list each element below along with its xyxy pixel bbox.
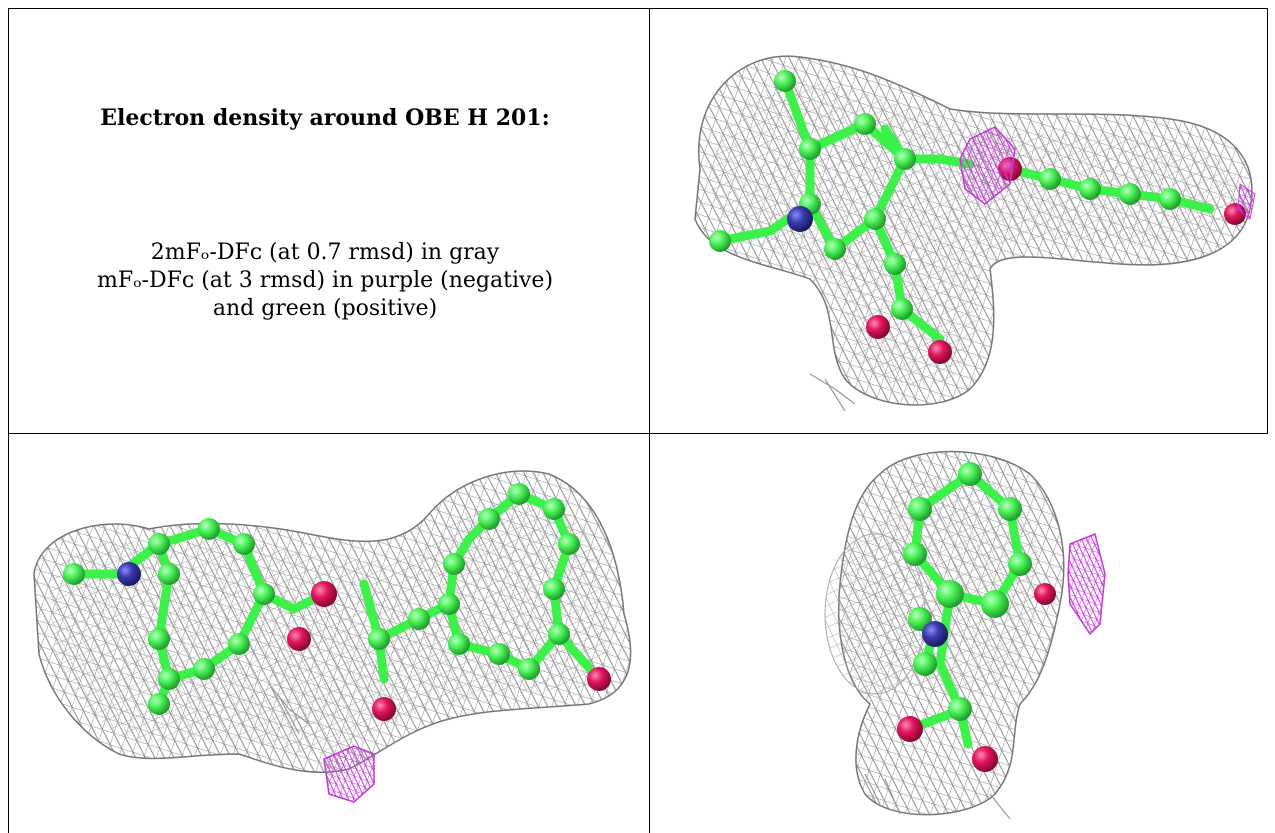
- nitrogen-atom: [922, 621, 948, 647]
- oxygen-atom: [311, 581, 337, 607]
- carbon-atom: [198, 518, 220, 540]
- oxygen-atom: [972, 746, 998, 772]
- carbon-atom: [148, 693, 170, 715]
- density-view-bottom-left: [9, 434, 649, 833]
- density-view-top-right: [650, 9, 1267, 433]
- carbon-atom: [1079, 178, 1101, 200]
- carbon-atom: [508, 483, 530, 505]
- carbon-atom: [408, 608, 430, 630]
- oxygen-atom: [928, 340, 952, 364]
- carbon-atom: [228, 633, 250, 655]
- carbon-atom: [158, 668, 180, 690]
- carbon-atom: [913, 652, 937, 676]
- caption-line-mfo: mFₒ-DFᴄ (at 3 rmsd) in purple (negative): [96, 268, 554, 293]
- negative-density-blob: [1067, 532, 1106, 636]
- caption-title: Electron density around OBE H 201:: [100, 105, 550, 131]
- negative-density-blob: [959, 126, 1016, 205]
- atoms-view-2: [63, 483, 611, 721]
- carbon-atom: [903, 542, 927, 566]
- carbon-atom: [1159, 188, 1181, 210]
- carbon-atom: [908, 497, 932, 521]
- carbon-atom: [438, 593, 460, 615]
- carbon-atom: [854, 113, 876, 135]
- carbon-atom: [799, 138, 821, 160]
- carbon-atom: [193, 658, 215, 680]
- carbon-atom: [158, 563, 180, 585]
- carbon-atom: [1039, 168, 1061, 190]
- carbon-atom: [824, 238, 846, 260]
- carbon-atom: [543, 498, 565, 520]
- negative-density-blob: [1237, 183, 1256, 220]
- table-border-row: [8, 433, 1268, 434]
- carbon-atom: [558, 533, 580, 555]
- oxygen-atom: [897, 716, 923, 742]
- carbon-atom: [488, 643, 510, 665]
- carbon-atom: [448, 633, 470, 655]
- carbon-atom: [981, 590, 1009, 618]
- caption-cell: Electron density around OBE H 201: 2mFₒ-…: [9, 9, 649, 433]
- caption-line-green: and green (positive): [212, 296, 438, 321]
- density-image-1: [694, 55, 1256, 412]
- table-border-right: [1267, 8, 1268, 434]
- carbon-atom: [864, 208, 886, 230]
- oxygen-atom: [287, 627, 311, 651]
- caption-line-2mfo: 2mFₒ-DFᴄ (at 0.7 rmsd) in gray: [150, 240, 500, 265]
- carbon-atom: [998, 497, 1022, 521]
- nitrogen-atom: [117, 562, 141, 586]
- carbon-atom: [891, 298, 913, 320]
- density-view-bottom-right: [650, 434, 1267, 833]
- carbon-atom: [884, 253, 906, 275]
- table-border-middle: [649, 8, 650, 833]
- carbon-atom: [368, 628, 390, 650]
- carbon-atom: [894, 148, 916, 170]
- density-image-2: [33, 470, 632, 803]
- carbon-atom: [63, 563, 85, 585]
- negative-density-blob: [323, 745, 375, 803]
- oxygen-atom: [866, 315, 890, 339]
- table-border-left: [8, 8, 9, 833]
- density-image-3: [824, 450, 1106, 820]
- carbon-atom: [936, 580, 964, 608]
- carbon-atom: [1119, 183, 1141, 205]
- carbon-atom: [233, 533, 255, 555]
- carbon-atom: [518, 658, 540, 680]
- carbon-atom: [958, 462, 982, 486]
- oxygen-atom: [587, 667, 611, 691]
- carbon-atom: [148, 628, 170, 650]
- carbon-atom: [1008, 552, 1032, 576]
- nitrogen-atom: [787, 206, 813, 232]
- atoms-view-1: [709, 70, 1246, 364]
- carbon-atom: [548, 623, 570, 645]
- carbon-atom: [148, 533, 170, 555]
- carbon-atom: [709, 230, 731, 252]
- carbon-atom: [774, 70, 796, 92]
- atoms-view-3: [897, 462, 1056, 772]
- oxygen-atom: [1034, 583, 1056, 605]
- carbon-atom: [543, 578, 565, 600]
- carbon-atom: [948, 697, 972, 721]
- table-border-top: [8, 8, 1268, 9]
- oxygen-atom: [372, 697, 396, 721]
- carbon-atom: [478, 508, 500, 530]
- caption-legend: 2mFₒ-DFᴄ (at 0.7 rmsd) in gray mFₒ-DFᴄ (…: [9, 239, 649, 323]
- carbon-atom: [253, 583, 275, 605]
- carbon-atom: [443, 553, 465, 575]
